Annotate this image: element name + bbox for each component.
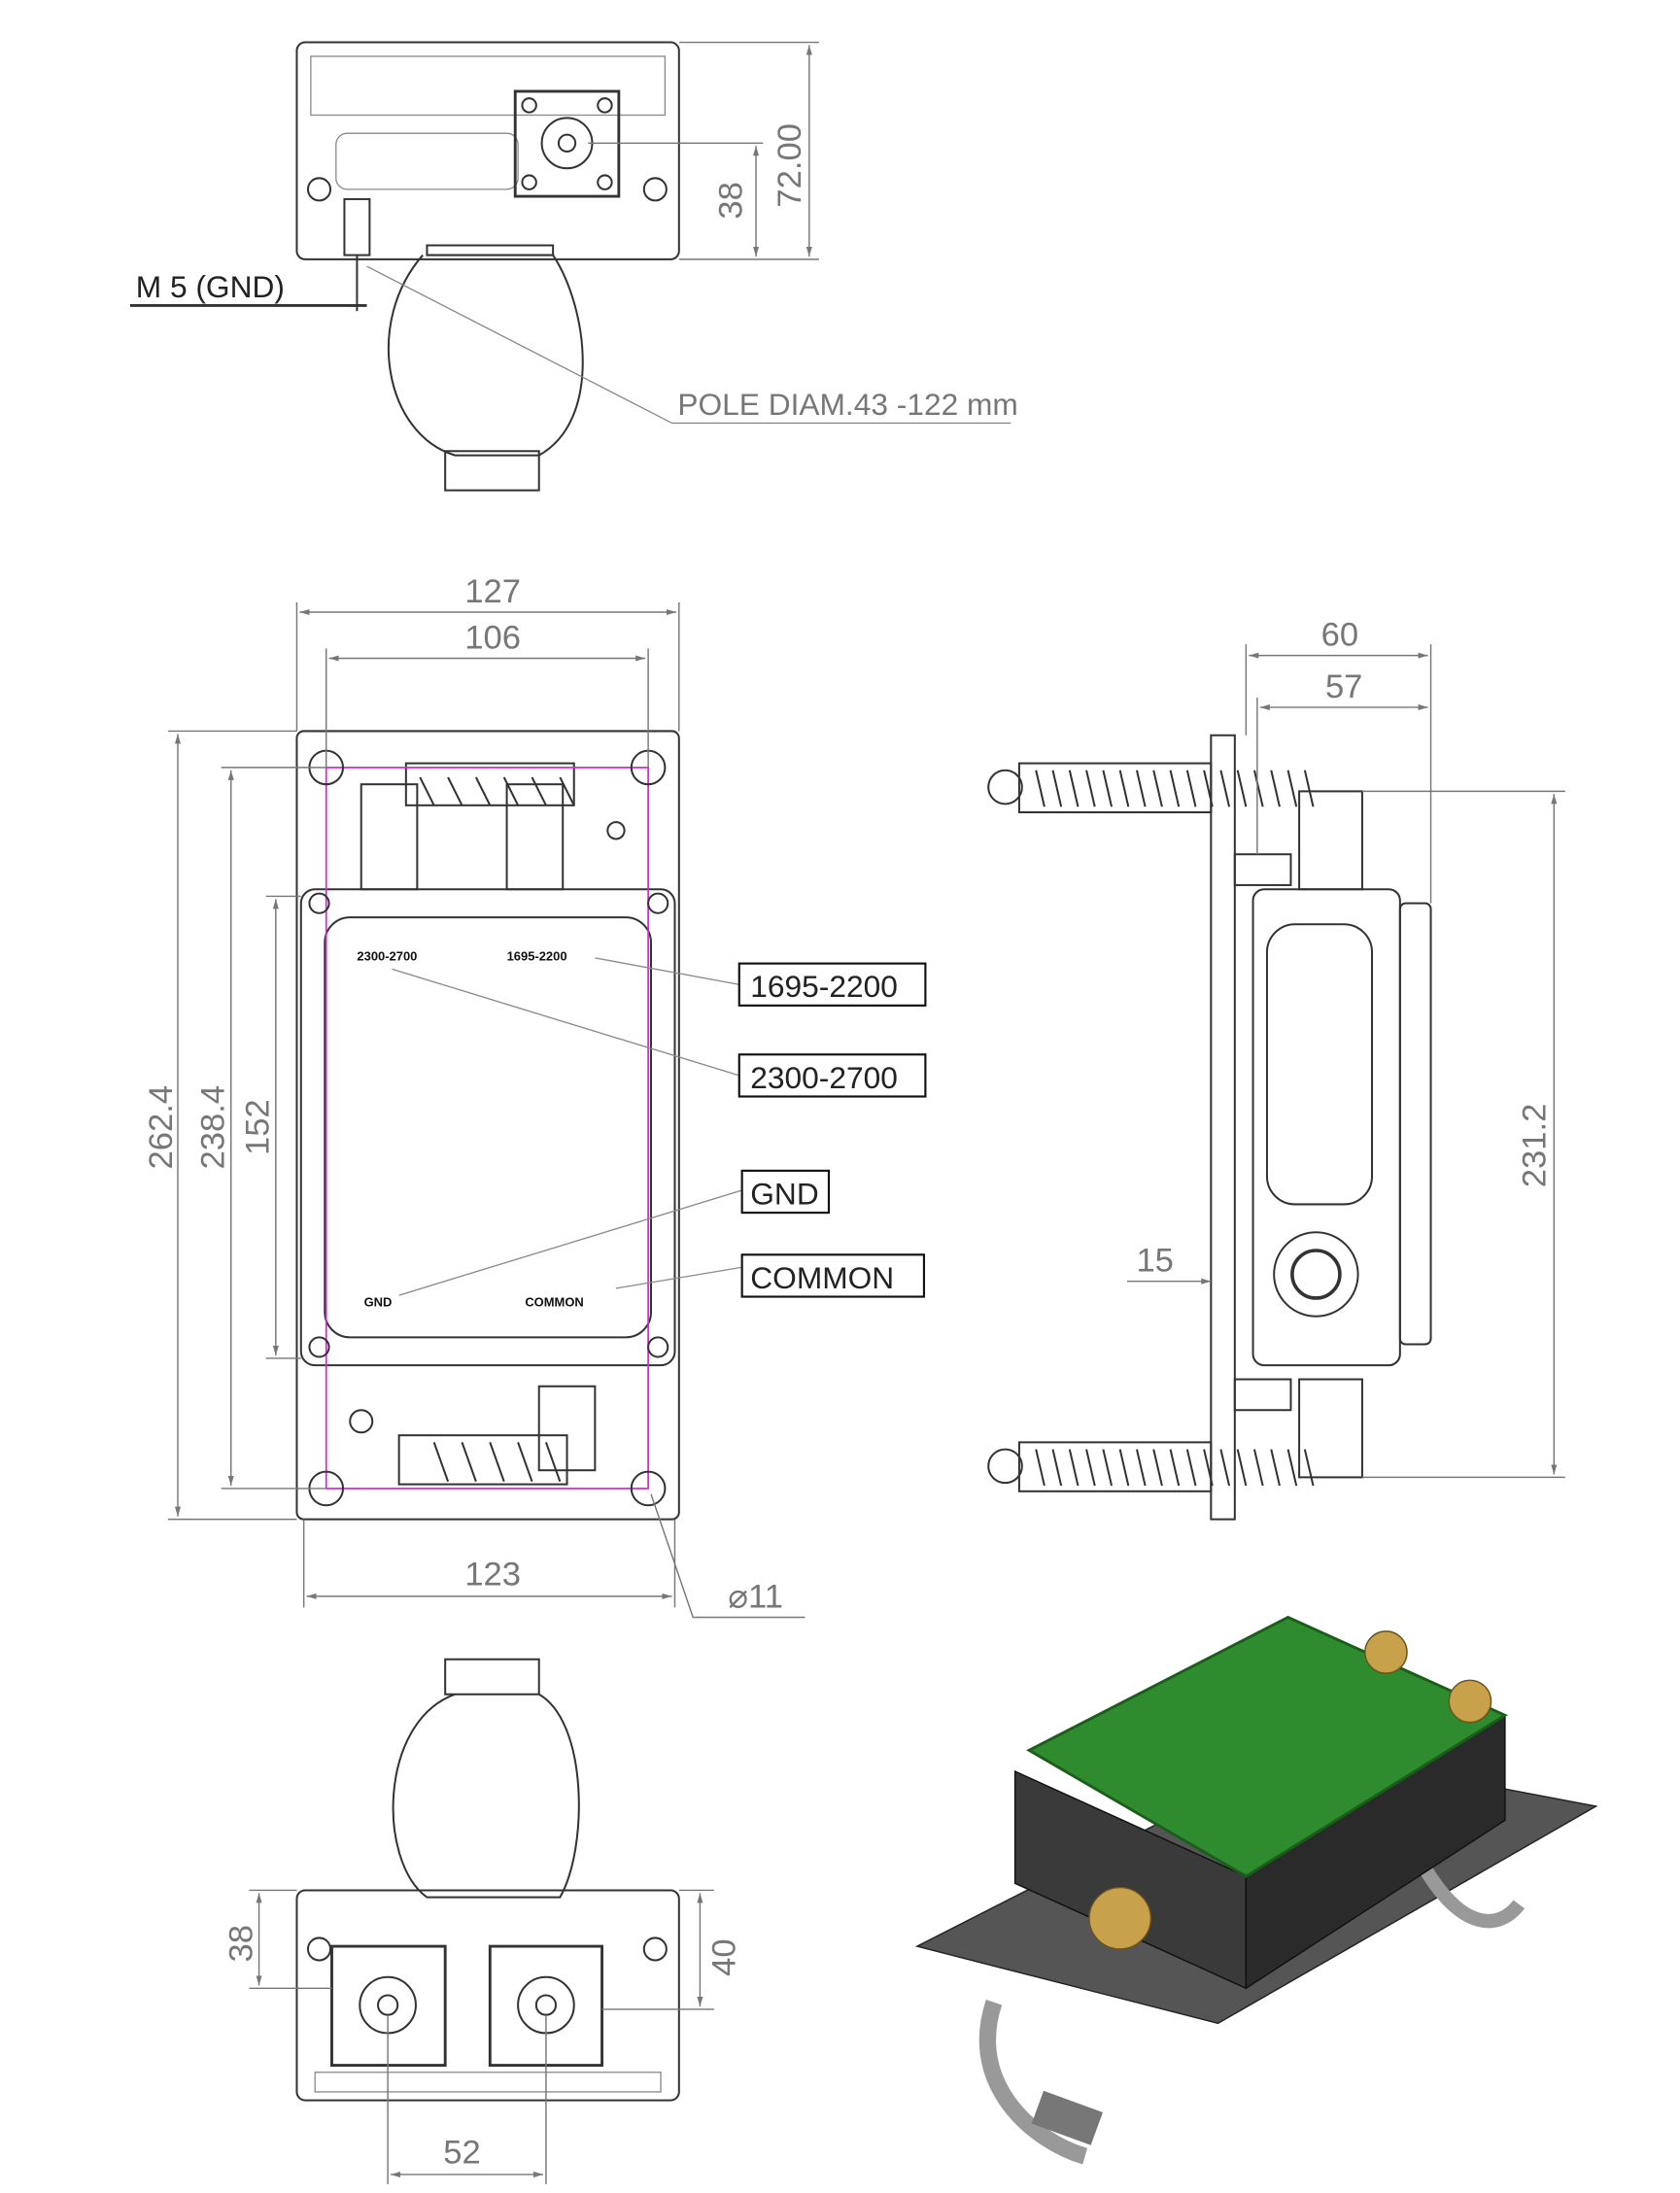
pole-diameter-label: POLE DIAM.43 -122 mm xyxy=(677,387,1017,422)
callout-2300-2700: 2300-2700 xyxy=(750,1060,898,1095)
front-view: 2300-2700 1695-2200 GND COMMON 1695-2200… xyxy=(143,573,927,1619)
dim-bottom-38: 38 xyxy=(223,1925,259,1962)
lid-label-2300-2700: 2300-2700 xyxy=(357,949,417,964)
dim-depth-60: 60 xyxy=(1321,617,1358,654)
dim-width-127: 127 xyxy=(464,573,521,610)
mounting-holes xyxy=(308,749,667,1507)
lid-label-gnd: GND xyxy=(364,1295,393,1310)
side-view: 60 57 231.2 15 xyxy=(987,617,1565,1521)
dim-height-238-4: 238.4 xyxy=(195,1085,232,1170)
dim-width-123: 123 xyxy=(464,1556,521,1593)
dim-height-262-4: 262.4 xyxy=(143,1085,180,1170)
callout-gnd: GND xyxy=(750,1176,818,1211)
dim-hole-diameter: ⌀11 xyxy=(728,1578,783,1615)
dim-width-106: 106 xyxy=(464,619,521,656)
bottom-view: 38 40 52 xyxy=(223,1658,742,2185)
dim-connector: 38 xyxy=(713,182,750,219)
lid-label-common: COMMON xyxy=(525,1295,583,1310)
callout-common: COMMON xyxy=(750,1260,894,1295)
callout-1695-2200: 1695-2200 xyxy=(750,969,898,1004)
dim-depth-57: 57 xyxy=(1325,668,1362,705)
dim-height-152: 152 xyxy=(240,1099,277,1155)
ground-label: M 5 (GND) xyxy=(136,269,285,304)
dim-height: 72.00 xyxy=(771,123,808,208)
top-view: M 5 (GND) POLE DIAM.43 -122 mm 72.00 38 xyxy=(129,41,1018,492)
dim-height-231-2: 231.2 xyxy=(1517,1104,1554,1188)
dim-bottom-40: 40 xyxy=(705,1938,742,1975)
dim-port-15: 15 xyxy=(1136,1243,1173,1280)
isometric-render xyxy=(914,1615,1598,2165)
lid-label-1695-2200: 1695-2200 xyxy=(507,949,567,964)
dim-connector-spacing-52: 52 xyxy=(443,2134,480,2171)
